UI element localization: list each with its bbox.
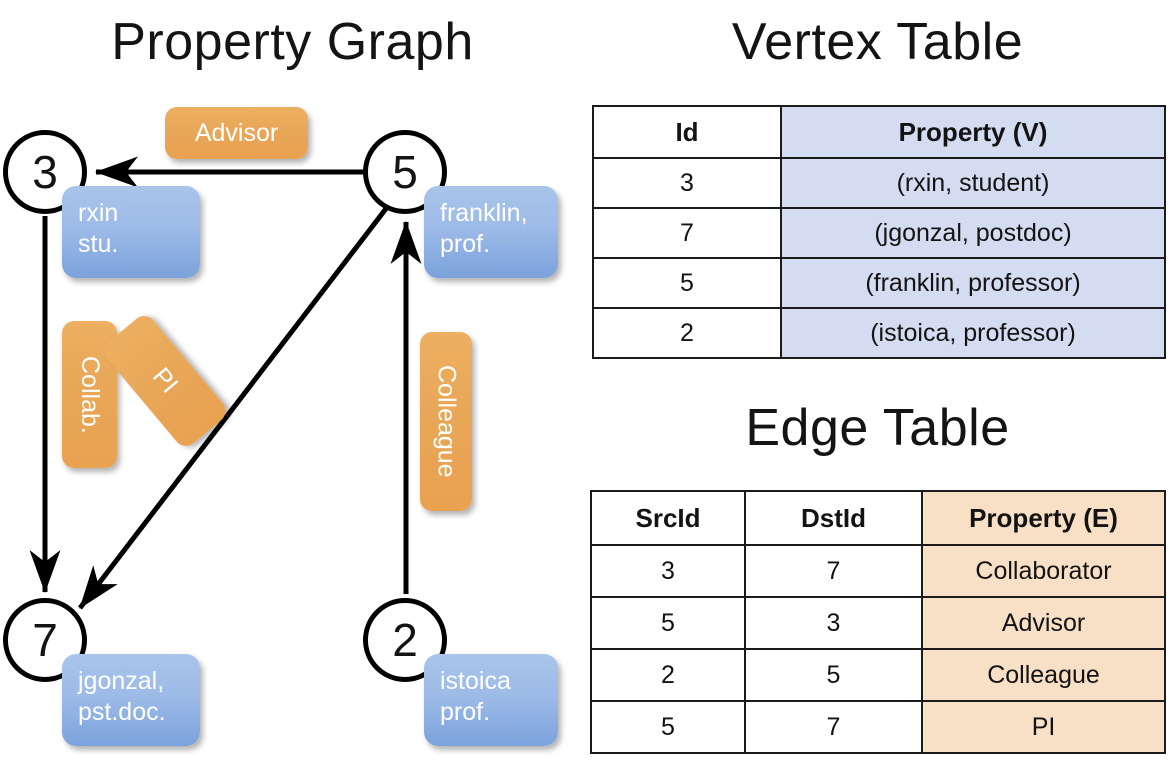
table-row[interactable]: 2 5 Colleague [590, 648, 1166, 702]
vertex-property-line-1: istoica [440, 667, 511, 695]
edge-property-label: Collab. [76, 355, 104, 434]
vertex-table-header-property: Property (V) [780, 105, 1166, 159]
property-graph-diagram: 3 5 7 2 rxin stu. franklin, prof. jgonza… [3, 107, 558, 746]
edge-property-bubble-colleague[interactable]: Colleague [420, 332, 472, 511]
edge-cell-property: Advisor [921, 596, 1166, 650]
edge-cell-property: Collaborator [921, 544, 1166, 598]
edge-line-pi [78, 204, 390, 610]
graph-edges-svg [29, 156, 422, 610]
table-row[interactable]: 7 (jgonzal, postdoc) [592, 207, 1166, 259]
graph-node-label: 7 [32, 614, 58, 666]
edge-table-header-srcid: SrcId [590, 490, 746, 546]
vertex-property-bubble-2[interactable]: istoica prof. [424, 654, 558, 746]
edge-table-header-dstid: DstId [744, 490, 923, 546]
graph-node-label: 5 [392, 146, 418, 198]
vertex-property-bubble-3[interactable]: rxin stu. [62, 186, 200, 278]
edge-property-label: Advisor [194, 118, 279, 147]
table-header-row: Id Property (V) [592, 105, 1166, 159]
vertex-cell-property: (istoica, professor) [780, 307, 1166, 359]
edge-cell-srcid: 5 [590, 596, 746, 650]
edge-cell-property: PI [921, 700, 1166, 754]
edge-property-label: PI [147, 362, 184, 399]
vertex-property-line-2: pst.doc. [78, 697, 166, 726]
table-row[interactable]: 5 (franklin, professor) [592, 257, 1166, 309]
edge-cell-dstid: 7 [744, 700, 923, 754]
vertex-property-line-2: prof. [440, 229, 491, 258]
vertex-property-line-1: jgonzal, [78, 667, 165, 695]
edge-cell-dstid: 3 [744, 596, 923, 650]
graph-node-2[interactable]: 2 [363, 598, 447, 682]
edge-property-bubble-collab[interactable]: Collab. [62, 321, 117, 468]
vertex-table: Id Property (V) 3 (rxin, student) 7 (jgo… [592, 105, 1166, 359]
vertex-cell-property: (franklin, professor) [780, 257, 1166, 309]
table-row[interactable]: 3 (rxin, student) [592, 157, 1166, 209]
vertex-property-line-1: rxin [78, 199, 119, 227]
table-row[interactable]: 3 7 Collaborator [590, 544, 1166, 598]
page-title-property-graph: Property Graph [111, 13, 474, 71]
vertex-cell-id: 5 [592, 257, 782, 309]
table-row[interactable]: 5 7 PI [590, 700, 1166, 754]
edge-cell-srcid: 5 [590, 700, 746, 754]
graph-node-5[interactable]: 5 [363, 130, 447, 214]
edge-cell-dstid: 5 [744, 648, 923, 702]
vertex-property-line-2: prof. [440, 697, 491, 726]
vertex-cell-id: 2 [592, 307, 782, 359]
edge-cell-dstid: 7 [744, 544, 923, 598]
edge-property-label: Colleague [432, 365, 461, 478]
vertex-cell-property: (rxin, student) [780, 157, 1166, 209]
table-row[interactable]: 5 3 Advisor [590, 596, 1166, 650]
table-row[interactable]: 2 (istoica, professor) [592, 307, 1166, 359]
vertex-cell-property: (jgonzal, postdoc) [780, 207, 1166, 259]
edge-cell-srcid: 2 [590, 648, 746, 702]
vertex-table-header-id: Id [592, 105, 782, 159]
page-title-edge-table: Edge Table [745, 399, 1010, 457]
vertex-cell-id: 7 [592, 207, 782, 259]
edge-table: SrcId DstId Property (E) 3 7 Collaborato… [590, 490, 1166, 754]
vertex-cell-id: 3 [592, 157, 782, 209]
graph-node-label: 3 [32, 146, 58, 198]
page-title-vertex-table: Vertex Table [731, 13, 1024, 71]
vertex-property-bubble-7[interactable]: jgonzal, pst.doc. [62, 654, 200, 746]
edge-cell-srcid: 3 [590, 544, 746, 598]
graph-node-label: 2 [392, 614, 418, 666]
vertex-property-line-2: stu. [78, 229, 119, 258]
vertex-property-line-1: franklin, [440, 199, 528, 227]
edge-table-header-property: Property (E) [921, 490, 1166, 546]
table-header-row: SrcId DstId Property (E) [590, 490, 1166, 546]
edge-property-bubble-advisor[interactable]: Advisor [165, 107, 308, 159]
edge-cell-property: Colleague [921, 648, 1166, 702]
vertex-property-bubble-5[interactable]: franklin, prof. [424, 186, 558, 278]
